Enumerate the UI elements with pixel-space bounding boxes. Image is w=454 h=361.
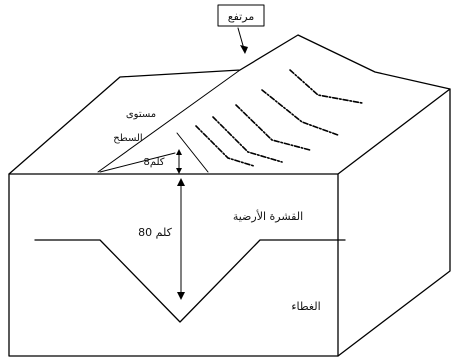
- crust-label: القشرة الأرضية: [233, 209, 303, 223]
- surface-level-label: مستوى: [126, 109, 156, 120]
- block-side-face: [337, 88, 451, 357]
- surface-ridge-line: [97, 69, 241, 173]
- shallow-depth-arrowhead-up: [176, 149, 182, 155]
- shallow-depth-label: 8كلم: [143, 157, 164, 168]
- surface-fold-line: [99, 152, 176, 173]
- surface-level-label: السطح: [113, 133, 142, 144]
- deep-depth-arrowhead-up: [177, 178, 185, 186]
- deep-depth-arrowhead-down: [177, 292, 185, 300]
- fold-line: [235, 104, 311, 151]
- fold-line: [212, 116, 283, 163]
- elevation-arrowhead: [240, 45, 248, 54]
- surface-ridge-line: [176, 132, 209, 173]
- elevation-label: مرتفع: [228, 10, 255, 23]
- crust-mantle-boundary: [34, 239, 346, 323]
- mantle-label: الغطاء: [291, 300, 320, 313]
- block-front-face: [8, 173, 339, 357]
- fold-line: [289, 69, 363, 104]
- elevation-label-box: [217, 4, 265, 27]
- deep-depth-label: 80 كلم: [138, 226, 172, 239]
- fold-line: [195, 125, 255, 167]
- fold-line: [261, 89, 339, 136]
- shallow-depth-arrowhead-down: [176, 168, 182, 174]
- surface-relief-outline: [8, 34, 451, 175]
- elevation-pointer-arrow: [237, 27, 245, 50]
